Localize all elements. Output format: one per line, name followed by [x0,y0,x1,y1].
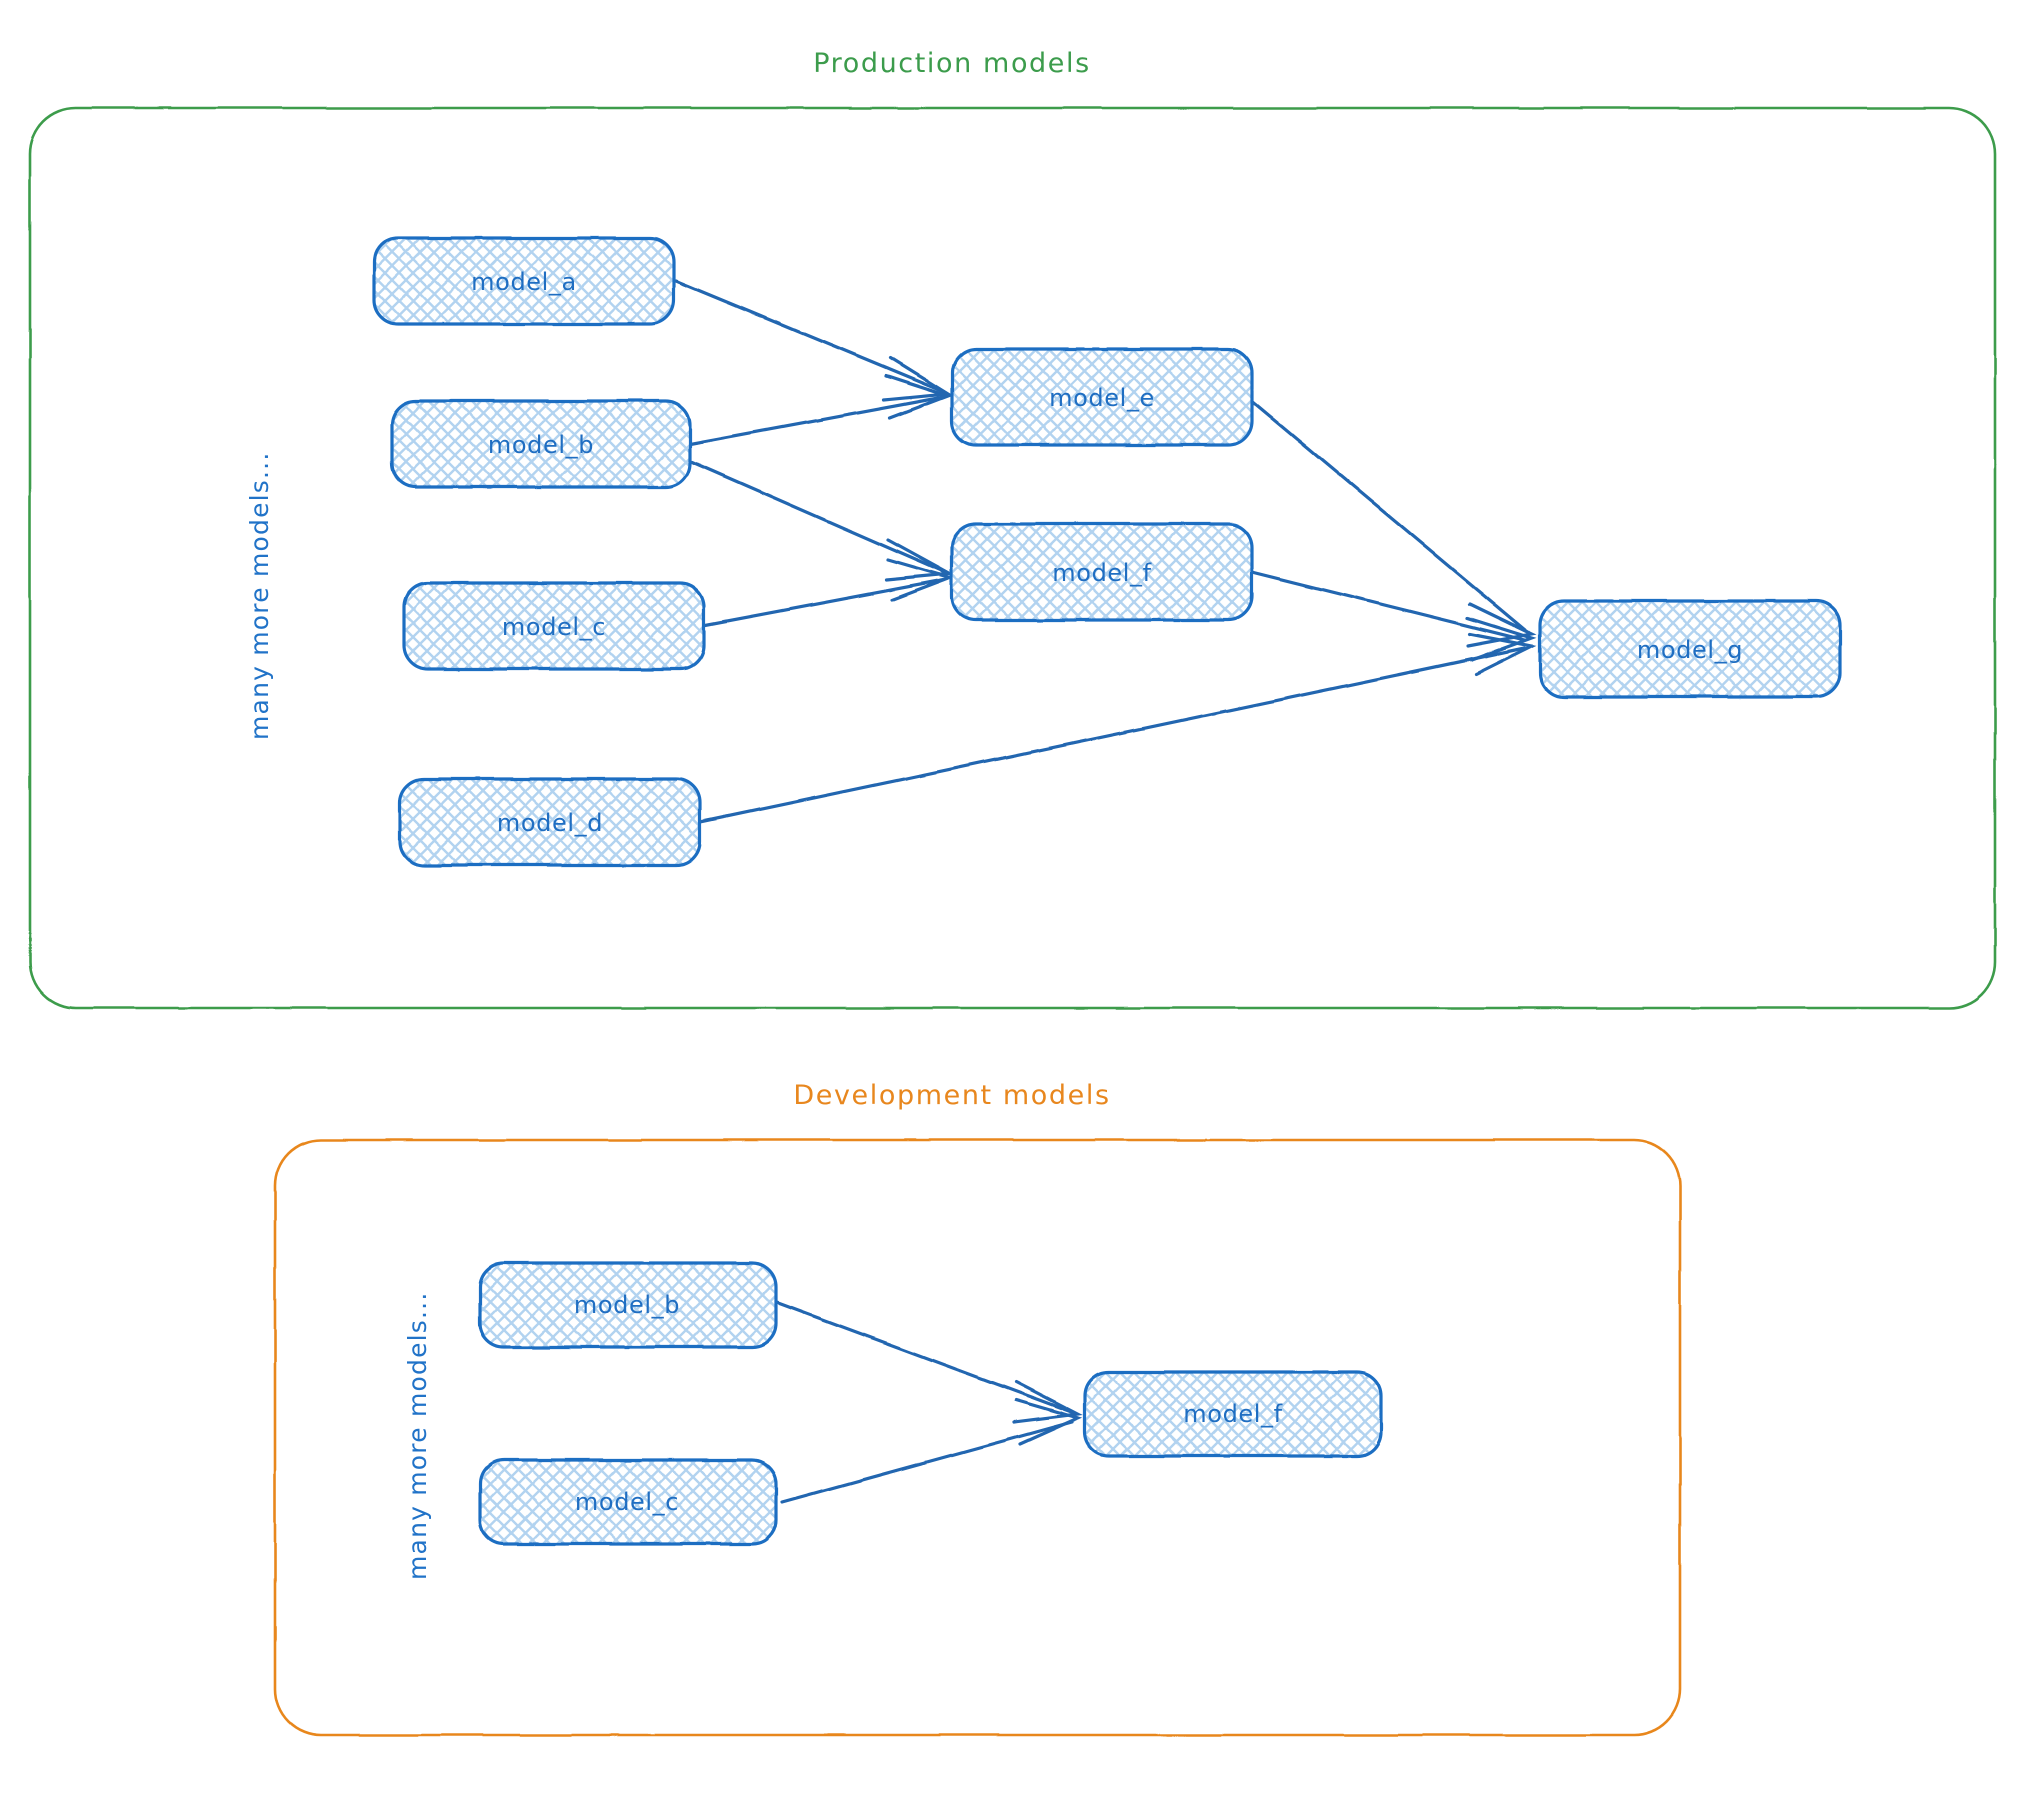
development-panel-title: Development models [793,1080,1111,1111]
edge-dev-model-c-to-model-f [780,1398,1083,1504]
node-prod-model-b[interactable] [390,399,692,489]
node-dev-model-c[interactable] [478,1458,778,1546]
node-prod-model-g[interactable] [1538,599,1842,699]
development-side-label: many more models... [403,1291,432,1580]
edge-model-e-to-model-g [1248,398,1538,648]
node-dev-model-f[interactable] [1083,1370,1383,1458]
edge-dev-model-b-to-model-f [768,1298,1084,1424]
production-nodes [372,236,1842,867]
node-prod-model-d[interactable] [398,777,702,867]
edge-model-c-to-model-f [698,558,956,628]
edge-model-b-to-model-f [690,460,956,582]
development-panel-border [273,1138,1682,1737]
edge-model-d-to-model-g [698,632,1537,824]
node-dev-model-b[interactable] [478,1261,778,1349]
node-prod-model-f[interactable] [950,522,1254,622]
edge-model-a-to-model-e [674,279,953,402]
production-panel-title: Production models [813,48,1091,79]
production-side-label: many more models... [245,451,274,740]
edge-model-f-to-model-g [1250,570,1537,662]
node-prod-model-a[interactable] [372,236,676,326]
node-prod-model-e[interactable] [950,347,1254,447]
edge-model-b-to-model-e [688,374,953,446]
production-edges [674,279,1538,824]
development-nodes [478,1261,1383,1546]
production-panel-border [28,106,1997,1010]
development-edges [768,1298,1084,1504]
node-prod-model-c[interactable] [402,581,706,671]
